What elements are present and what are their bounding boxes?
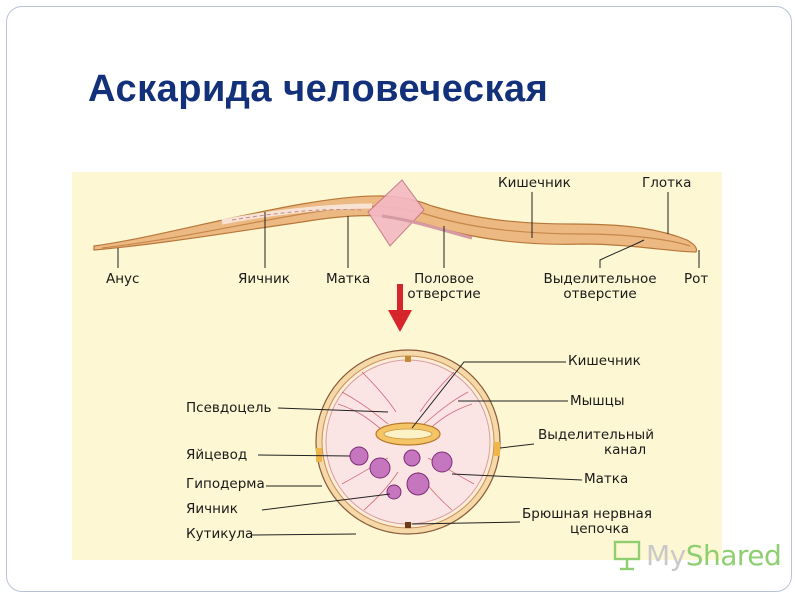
label-nerve-cord-line1: Брюшная нервная: [522, 506, 652, 522]
down-arrow: [388, 284, 412, 332]
label-pseudocoel: Псевдоцель: [186, 400, 272, 416]
label-intestine-section: Кишечник: [568, 353, 641, 369]
label-excretory-pore: Выделительное отверстие: [538, 272, 662, 302]
projector-screen-icon: [613, 540, 641, 571]
label-ovary-worm: Яичник: [238, 271, 290, 287]
label-muscles: Мышцы: [570, 393, 625, 409]
label-pharynx: Глотка: [642, 175, 692, 191]
label-genital-pore-line1: Половое: [414, 271, 474, 287]
watermark-text-my: My: [646, 538, 686, 572]
label-excretory-canal-line2: канал: [604, 442, 647, 458]
label-hypodermis: Гиподерма: [186, 476, 265, 492]
watermark-text-shared: Shared: [685, 538, 782, 572]
label-uterus-section: Матка: [584, 471, 629, 487]
label-ovary-section: Яичник: [186, 501, 238, 517]
myshared-watermark: MyShared: [612, 538, 782, 572]
label-excretory-canal: Выделительный канал: [538, 428, 654, 458]
label-cuticle: Кутикула: [186, 526, 254, 542]
label-oviduct: Яйцевод: [186, 447, 248, 463]
anatomy-illustration: [93, 179, 700, 536]
label-genital-pore: Половое отверстие: [404, 272, 484, 302]
watermark-text: MyShared: [646, 538, 782, 572]
label-excretory-pore-line1: Выделительное: [543, 271, 657, 287]
ascaris-figure: Анус Яичник Матка Половое отверстие Выде…: [72, 172, 722, 560]
label-nerve-cord: Брюшная нервная цепочка: [522, 507, 652, 537]
slide-title: Аскарида человеческая: [88, 68, 549, 110]
label-intestine-worm: Кишечник: [498, 175, 571, 191]
worm-longitudinal: [93, 179, 698, 253]
label-anus: Анус: [106, 271, 140, 287]
label-excretory-pore-line2: отверстие: [563, 286, 637, 302]
label-excretory-canal-line1: Выделительный: [538, 427, 654, 443]
label-genital-pore-line2: отверстие: [407, 286, 481, 302]
cross-section: [315, 349, 501, 535]
worm-leader-lines: [117, 192, 700, 268]
label-uterus-worm: Матка: [326, 271, 371, 287]
section-leader-lines: [251, 361, 583, 536]
label-mouth: Рот: [684, 271, 709, 287]
label-nerve-cord-line2: цепочка: [570, 521, 629, 537]
